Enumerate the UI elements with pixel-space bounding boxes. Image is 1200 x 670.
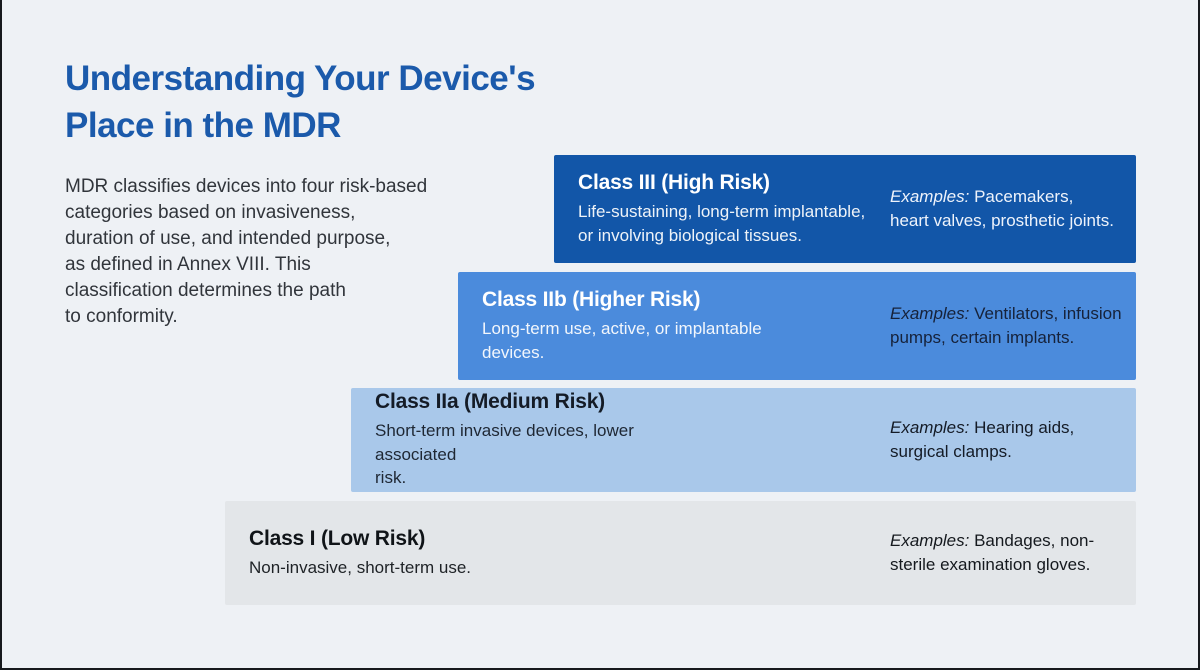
class-i-title: Class I (Low Risk) <box>249 526 426 550</box>
examples-block: Examples: Ventilators, infusion pumps, c… <box>890 302 1122 350</box>
page-title: Understanding Your Device's Place in the… <box>65 59 536 145</box>
examples-text: Hearing aids, surgical clamps. <box>890 417 1075 461</box>
class-iia-examples: Examples: Hearing aids, surgical clamps. <box>890 388 1126 492</box>
examples-label: Examples: <box>890 186 970 206</box>
examples-label: Examples: <box>890 303 970 323</box>
right-edge-divider <box>1198 0 1200 670</box>
examples-block: Examples: Pacemakers, heart valves, pros… <box>890 185 1114 233</box>
examples-label: Examples: <box>890 530 970 550</box>
class-iii-description: Life-sustaining, long-term implantable, … <box>578 202 866 245</box>
class-iii-title: Class III (High Risk) <box>578 171 770 195</box>
class-iib-bar: Class IIb (Higher Risk) Long-term use, a… <box>458 272 1136 380</box>
examples-text: Bandages, non- sterile examination glove… <box>890 530 1095 574</box>
class-iia-bar: Class IIa (Medium Risk) Short-term invas… <box>351 388 1136 492</box>
examples-block: Examples: Hearing aids, surgical clamps. <box>890 416 1074 464</box>
class-iii-examples: Examples: Pacemakers, heart valves, pros… <box>890 155 1126 263</box>
left-edge-divider <box>0 0 2 670</box>
class-iib-description: Long-term use, active, or implantable de… <box>482 319 762 362</box>
class-iia-title: Class IIa (Medium Risk) <box>375 390 605 414</box>
intro-paragraph: MDR classifies devices into four risk-ba… <box>65 176 428 328</box>
examples-label: Examples: <box>890 417 970 437</box>
examples-block: Examples: Bandages, non- sterile examina… <box>890 529 1094 577</box>
class-i-bar: Class I (Low Risk) Non-invasive, short-t… <box>225 501 1136 605</box>
class-iii-bar: Class III (High Risk) Life-sustaining, l… <box>554 155 1136 263</box>
bottom-edge-divider <box>0 668 1200 670</box>
examples-text: Pacemakers, heart valves, prosthetic joi… <box>890 186 1114 230</box>
examples-text: Ventilators, infusion pumps, certain imp… <box>890 303 1122 347</box>
class-iib-title: Class IIb (Higher Risk) <box>482 288 701 312</box>
class-iia-description: Short-term invasive devices, lower assoc… <box>375 421 634 488</box>
class-i-examples: Examples: Bandages, non- sterile examina… <box>890 501 1126 605</box>
class-i-description: Non-invasive, short-term use. <box>249 557 472 577</box>
class-iib-examples: Examples: Ventilators, infusion pumps, c… <box>890 272 1126 380</box>
